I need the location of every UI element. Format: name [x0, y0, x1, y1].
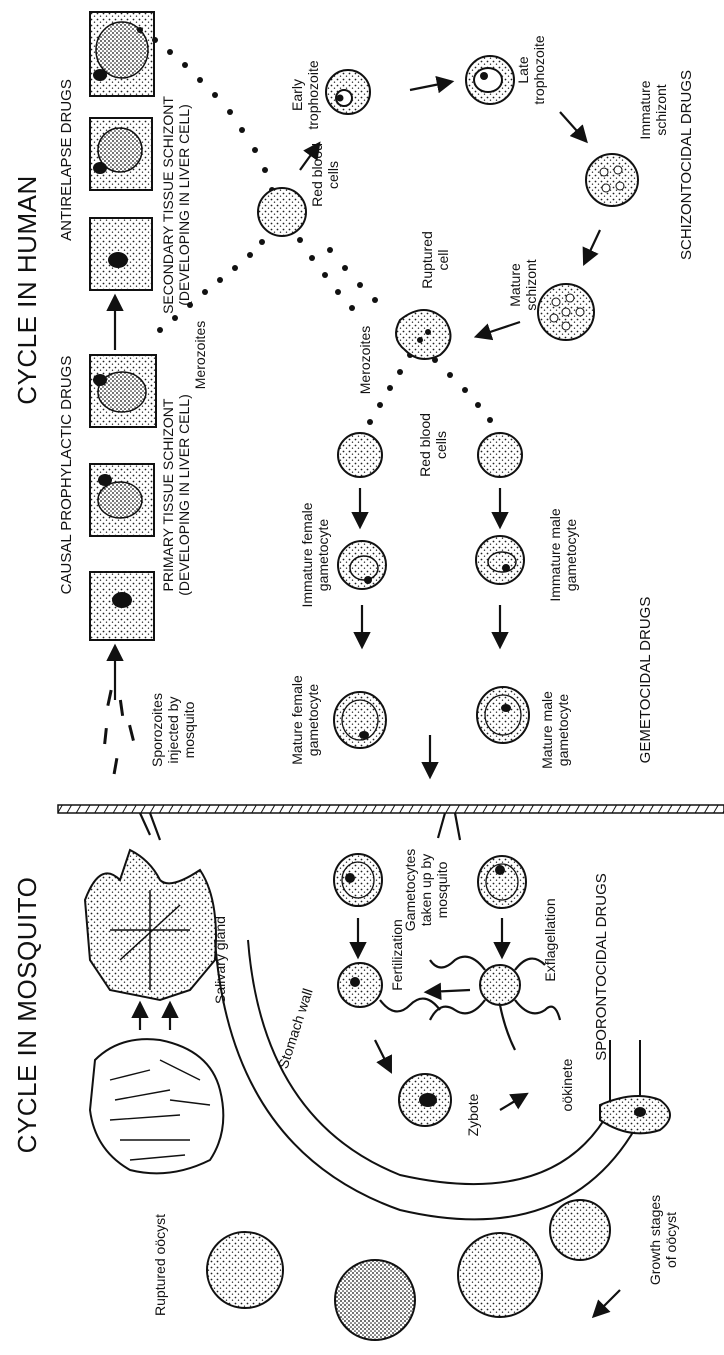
label-sporozoites: Sporozoites: [149, 693, 165, 767]
liver-cell-primary-schizont-mature: [90, 355, 156, 427]
label-merozoites-blood: Merozoites: [357, 326, 373, 394]
label-immature-female-gametocyte: Immature female: [299, 502, 315, 607]
label-mature-male-gametocyte-2: gametocyte: [555, 694, 571, 767]
ookinete: [600, 1096, 670, 1133]
late-trophozoite: [466, 56, 514, 104]
label-causal-prophylactic-drugs: CAUSAL PROPHYLACTIC DRUGS: [58, 356, 75, 595]
label-mature-male-gametocyte: Mature male: [539, 691, 555, 769]
label-immature-male-gametocyte: Immature male: [547, 508, 563, 602]
oocyst-growth-stages: [207, 1200, 610, 1340]
rbc-central: [258, 188, 306, 236]
sporozoites: [103, 690, 135, 774]
gametocyte-female-in-mosquito: [334, 854, 382, 906]
label-mature-schizont-2: schizont: [523, 259, 539, 310]
label-red-blood-cells-top-2: cells: [325, 161, 341, 189]
label-mature-female-gametocyte: Mature female: [289, 675, 305, 765]
label-growth-stages-2: of oöcyst: [663, 1212, 679, 1268]
skin-boundary: [58, 805, 724, 840]
label-early-trophozoite-2: trophozoite: [305, 60, 321, 129]
label-secondary-tissue-schizont: SECONDARY TISSUE SCHIZONT: [160, 96, 176, 314]
ruptured-cell: [396, 310, 450, 359]
title-cycle-in-mosquito: CYCLE IN MOSQUITO: [12, 877, 42, 1154]
label-gametocytes-taken-up-3: mosquito: [434, 861, 450, 918]
label-gametocidal-drugs: GEMETOCIDAL DRUGS: [637, 597, 654, 764]
label-red-blood-cells-mid: Red blood: [417, 413, 433, 477]
liver-cell-hypnozoite: [90, 218, 152, 290]
label-sporozoites-3: mosquito: [181, 701, 197, 758]
label-antirelapse-drugs: ANTIRELAPSE DRUGS: [58, 79, 75, 241]
early-trophozoite: [326, 70, 370, 114]
label-ookinete: oökinete: [559, 1058, 575, 1111]
liver-cell-secondary-schizont-early: [90, 118, 152, 190]
label-gametocytes-taken-up: Gametocytes: [402, 849, 418, 931]
liver-cells-row: [90, 12, 156, 640]
label-immature-female-gametocyte-2: gametocyte: [315, 519, 331, 592]
rbc-male-line: [478, 433, 522, 477]
label-late-trophozoite: Late: [515, 56, 531, 83]
label-zygote: Zybote: [465, 1093, 481, 1136]
exflagellation-cell: [430, 957, 560, 1050]
mature-schizont: [538, 284, 594, 340]
label-immature-schizont: Immature: [637, 80, 653, 139]
label-ruptured-cell: Ruptured: [419, 231, 435, 289]
liver-cell-sporozoite: [90, 572, 154, 640]
gametocyte-male-in-mosquito: [478, 856, 526, 908]
label-immature-male-gametocyte-2: gametocyte: [563, 519, 579, 592]
zygote: [399, 1074, 451, 1126]
label-late-trophozoite-2: trophozoite: [531, 35, 547, 104]
liver-cell-primary-schizont-early: [90, 464, 154, 536]
label-secondary-tissue-schizont-sub: (DEVELOPING IN LIVER CELL): [176, 104, 192, 306]
label-early-trophozoite: Early: [289, 79, 305, 111]
label-merozoites-liver: Merozoites: [192, 321, 208, 389]
label-sporozoites-2: injected by: [165, 697, 181, 764]
immature-female-gametocyte: [338, 541, 386, 589]
label-growth-stages: Growth stages: [647, 1195, 663, 1285]
label-ruptured-cell-2: cell: [435, 249, 451, 270]
label-ruptured-oocyst: Ruptured oöcyst: [152, 1214, 168, 1316]
liver-cell-secondary-schizont-mature: [90, 12, 154, 96]
immature-male-gametocyte: [476, 536, 524, 584]
label-sporontocidal-drugs: SPORONTOCIDAL DRUGS: [593, 873, 610, 1061]
label-salivary-gland: Salivary gland: [212, 916, 228, 1004]
label-red-blood-cells-mid-2: cells: [433, 431, 449, 459]
label-exflagellation: Exflagellation: [542, 898, 558, 981]
rbc-female-line: [338, 433, 382, 477]
ruptured-oocyst: [90, 1039, 223, 1173]
label-mature-schizont: Mature: [507, 263, 523, 307]
label-gametocytes-taken-up-2: taken up by: [418, 854, 434, 926]
mature-male-gametocyte: [477, 687, 529, 743]
label-primary-tissue-schizont-sub: (DEVELOPING IN LIVER CELL): [176, 394, 192, 596]
immature-schizont: [586, 154, 638, 206]
mature-female-gametocyte: [334, 692, 386, 748]
salivary-gland: [85, 850, 216, 1000]
label-immature-schizont-2: schizont: [653, 84, 669, 135]
label-mature-female-gametocyte-2: gametocyte: [305, 684, 321, 757]
label-stomach-wall: Stomach wall: [275, 986, 316, 1070]
label-primary-tissue-schizont: PRIMARY TISSUE SCHIZONT: [160, 398, 176, 591]
title-cycle-in-human: CYCLE IN HUMAN: [12, 175, 42, 404]
label-fertilization: Fertilization: [389, 919, 405, 991]
label-schizontocidal-drugs: SCHIZONTOCIDAL DRUGS: [678, 70, 695, 260]
